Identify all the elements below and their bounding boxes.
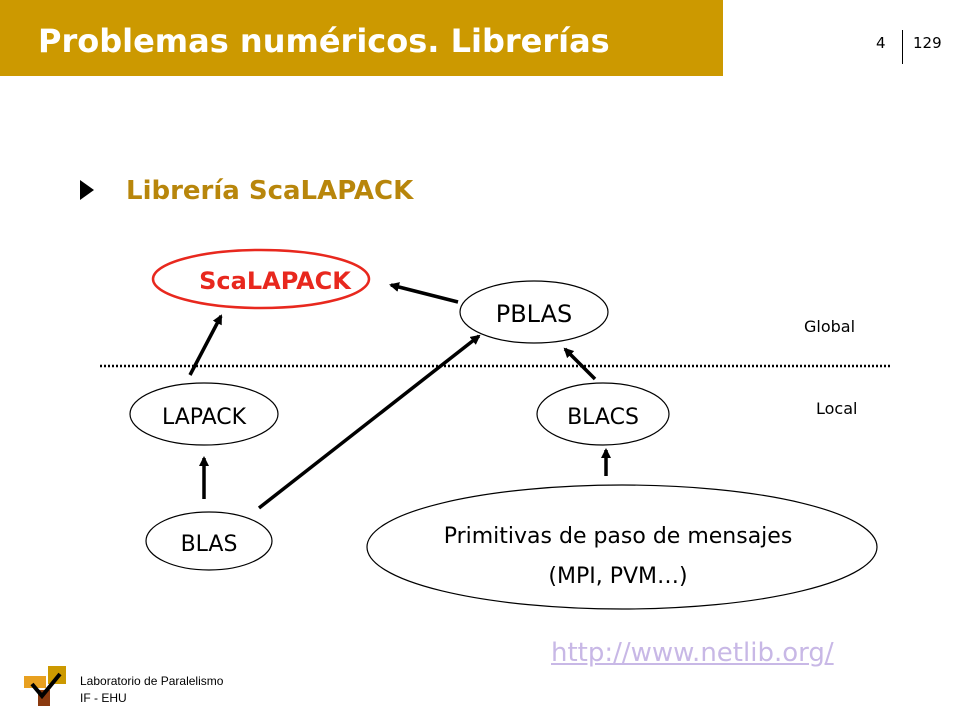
page-number-divider — [902, 30, 903, 64]
lapack-node — [129, 382, 279, 446]
local-level-label: Local — [816, 399, 857, 418]
triangle-bullet-icon — [80, 180, 94, 200]
page-number: 129 — [913, 34, 942, 52]
blas-label: BLAS — [181, 532, 238, 557]
arrow-blas-to-pblas — [257, 334, 481, 510]
laboratory-logo-icon — [24, 666, 66, 706]
pblas-node — [459, 280, 609, 344]
global-level-label: Global — [804, 317, 855, 336]
arrow-pblas-to-scalapack — [389, 282, 459, 304]
footer-laboratory-name: Laboratorio de Paralelismo — [80, 674, 224, 688]
section-title: Librería ScaLAPACK — [126, 176, 414, 206]
netlib-link[interactable]: http://www.netlib.org/ — [551, 638, 834, 668]
message-passing-label-line2: (MPI, PVM…) — [548, 564, 687, 589]
lapack-label: LAPACK — [162, 405, 247, 430]
slide-title: Problemas numéricos. Librerías — [38, 22, 610, 60]
message-passing-node — [366, 484, 878, 610]
scalapack-label: ScaLAPACK — [199, 267, 352, 295]
blas-node — [145, 511, 273, 571]
blacs-node — [536, 382, 670, 446]
message-passing-label-line1: Primitivas de paso de mensajes — [444, 524, 793, 549]
pblas-label: PBLAS — [496, 300, 573, 328]
footer-institution: IF - EHU — [80, 691, 127, 705]
scalapack-node — [151, 248, 371, 310]
arrow-blacs-to-pblas — [563, 347, 597, 381]
arrow-lapack-to-scalapack — [188, 314, 223, 376]
blacs-label: BLACS — [567, 405, 639, 430]
header-band — [0, 0, 723, 76]
chapter-number: 4 — [876, 34, 886, 52]
